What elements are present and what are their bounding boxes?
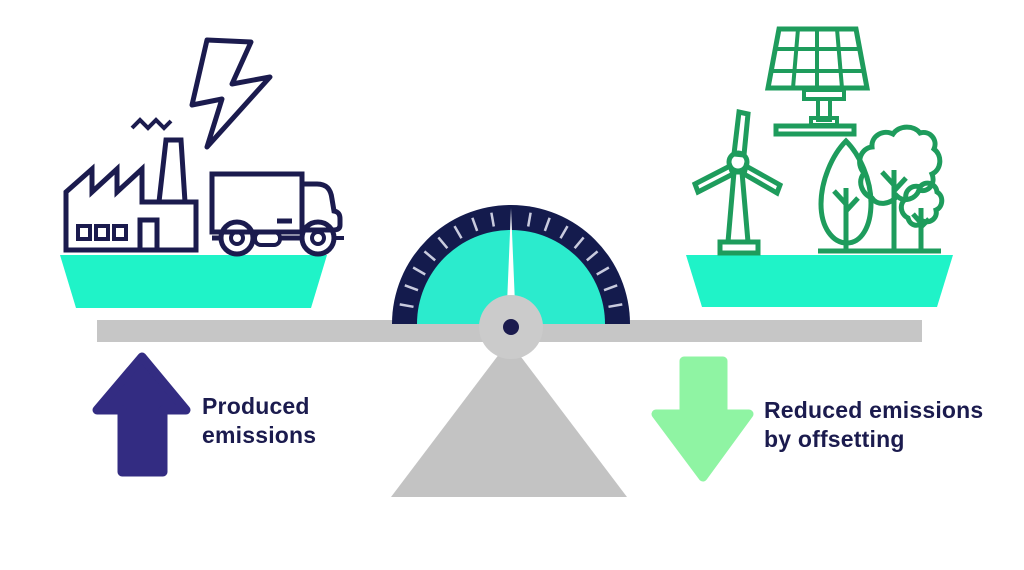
produced-emissions-line1: Produced — [202, 393, 310, 419]
reduced-emissions-line2: by offsetting — [764, 426, 905, 452]
balance-gauge-icon — [392, 205, 630, 359]
truck-icon — [209, 171, 344, 257]
right-platform — [686, 255, 953, 307]
reduced-emissions-label: Reduced emissions by offsetting — [764, 396, 983, 454]
fulcrum-triangle — [391, 341, 627, 497]
gauge-center-dot — [503, 319, 519, 335]
gauge-ticks — [399, 212, 623, 309]
reduced-emissions-line1: Reduced emissions — [764, 397, 984, 423]
solar-panel-icon — [764, 26, 871, 137]
produced-emissions-label: Produced emissions — [202, 392, 316, 450]
lightning-icon — [189, 37, 273, 150]
factory-icon — [63, 117, 199, 253]
produced-emissions-line2: emissions — [202, 422, 317, 448]
down-arrow-icon — [651, 356, 754, 482]
left-platform — [60, 255, 327, 308]
up-arrow-icon — [92, 352, 191, 477]
trees-icon — [818, 124, 945, 254]
wind-turbine-icon — [691, 108, 784, 256]
